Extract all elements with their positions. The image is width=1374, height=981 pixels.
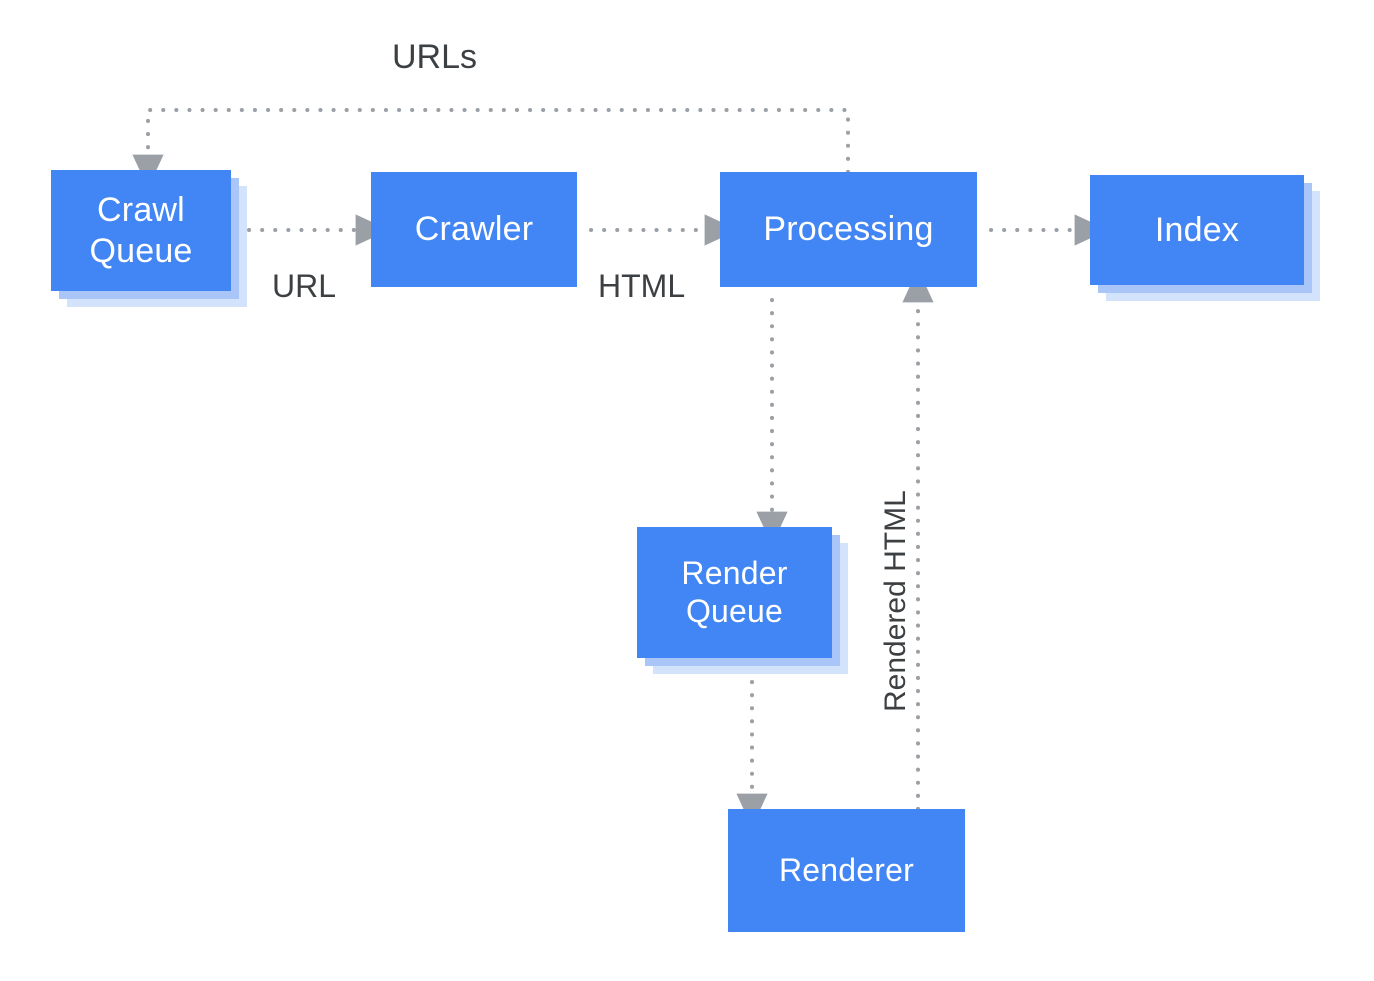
node-processing[interactable]: Processing	[720, 172, 977, 287]
node-crawl-queue-label-line2: Queue	[89, 231, 193, 270]
node-render-queue-label-line1: Render	[681, 554, 788, 591]
node-crawler[interactable]: Crawler	[371, 172, 577, 287]
node-crawl-queue[interactable]: Crawl Queue	[51, 170, 231, 291]
edge-processing-to-crawlqueue	[132, 108, 850, 189]
node-processing-label: Processing	[763, 210, 934, 249]
node-renderer-label: Renderer	[778, 851, 914, 888]
edge-label-url: URL	[272, 268, 337, 304]
node-crawl-queue-label-line1: Crawl	[97, 191, 185, 230]
node-crawler-label: Crawler	[414, 210, 534, 249]
node-renderer[interactable]: Renderer	[728, 809, 965, 932]
node-render-queue[interactable]: Render Queue	[637, 527, 832, 658]
edge-label-urls: URLs	[392, 38, 478, 76]
edge-label-html: HTML	[598, 268, 686, 304]
node-index-label: Index	[1154, 210, 1240, 249]
edge-label-rendered-html: Rendered HTML	[879, 490, 912, 712]
node-index[interactable]: Index	[1090, 175, 1304, 285]
node-render-queue-label-line2: Queue	[685, 592, 784, 629]
